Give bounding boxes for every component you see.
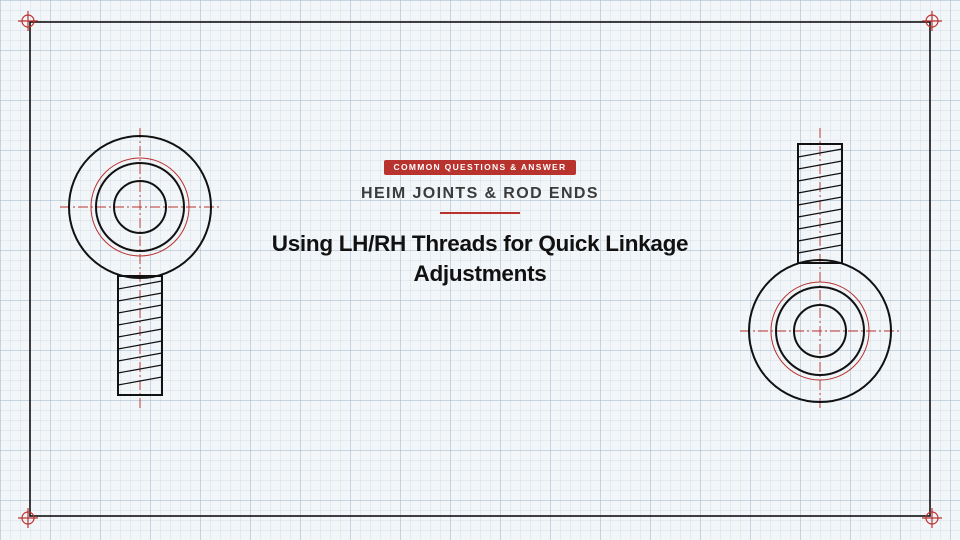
drawing-frame [29, 21, 931, 517]
crosshair-icon [922, 11, 942, 31]
crosshair-icon [18, 11, 38, 31]
crosshair-icon [922, 508, 942, 528]
page-subtitle: HEIM JOINTS & ROD ENDS [361, 185, 599, 202]
category-badge: COMMON QUESTIONS & ANSWER [383, 160, 577, 175]
page-title: Using LH/RH Threads for Quick Linkage Ad… [180, 229, 780, 289]
title-block: COMMON QUESTIONS & ANSWER HEIM JOINTS & … [180, 157, 780, 289]
rod-end-icon [60, 128, 220, 408]
page-title-line-1: Using LH/RH Threads for Quick Linkage [271, 231, 689, 256]
page-title-line-2: Adjustments [413, 261, 547, 286]
crosshair-icon [18, 508, 38, 528]
rod-end-icon [740, 128, 900, 408]
accent-divider [440, 212, 520, 214]
